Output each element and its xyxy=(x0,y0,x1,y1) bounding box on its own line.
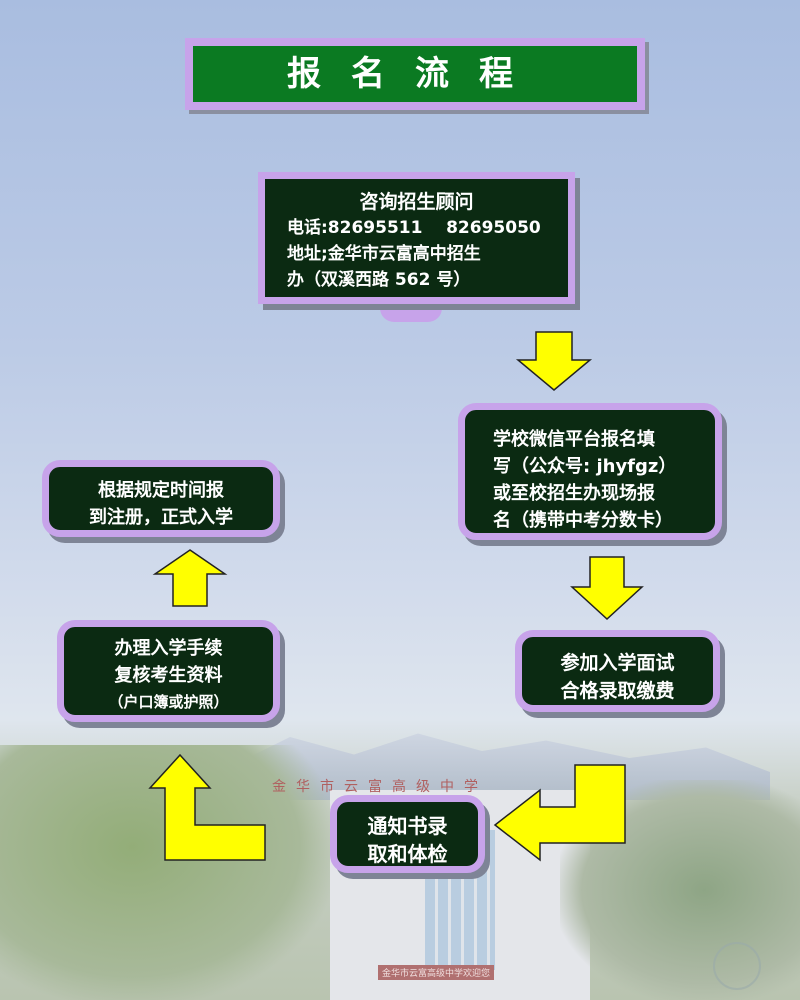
building-sign: 金华市云富高级中学 xyxy=(272,779,488,795)
step-register: 学校微信平台报名填 写（公众号: jhyfgz） 或至校招生办现场报 名（携带中… xyxy=(458,403,722,540)
arrow-down-icon xyxy=(515,331,593,391)
notice-line: 通知书录 xyxy=(367,814,448,838)
step-notice: 通知书录 取和体检 xyxy=(330,795,485,873)
procedures-line: （户口簿或护照） xyxy=(108,693,229,711)
arrow-turn-up-icon xyxy=(148,753,266,861)
step-enroll: 根据规定时间报 到注册，正式入学 xyxy=(42,460,280,537)
page-title: 报名流程 xyxy=(185,38,645,110)
step-interview: 参加入学面试 合格录取缴费 xyxy=(515,630,720,712)
consult-address-2: 办（双溪西路 562 号） xyxy=(287,270,471,290)
arrow-turn-left-icon xyxy=(493,764,626,862)
enroll-line: 到注册，正式入学 xyxy=(89,507,233,528)
school-seal-logo xyxy=(713,942,761,990)
procedures-line: 复核考生资料 xyxy=(114,665,223,686)
arrow-down-icon xyxy=(570,556,644,621)
step-procedures: 办理入学手续 复核考生资料 （户口簿或护照） xyxy=(57,620,280,722)
procedures-line: 办理入学手续 xyxy=(114,638,223,659)
interview-line: 参加入学面试 xyxy=(560,652,675,674)
interview-line: 合格录取缴费 xyxy=(560,680,675,702)
consult-address-1: 地址;金华市云富高中招生 xyxy=(287,244,481,264)
register-line: 学校微信平台报名填 xyxy=(493,429,655,450)
consult-phone: 电话:82695511 82695050 xyxy=(287,218,541,238)
enroll-line: 根据规定时间报 xyxy=(98,480,224,501)
register-line: 或至校招生办现场报 xyxy=(493,483,655,504)
consult-heading: 咨询招生顾问 xyxy=(359,191,474,213)
register-line: 写（公众号: jhyfgz） xyxy=(493,456,677,477)
arrow-up-icon xyxy=(152,549,228,607)
notice-line: 取和体检 xyxy=(367,842,448,866)
register-line: 名（携带中考分数卡） xyxy=(493,510,673,531)
step-consult: 咨询招生顾问 电话:82695511 82695050 地址;金华市云富高中招生… xyxy=(258,172,575,304)
welcome-banner: 金华市云富高级中学欢迎您 xyxy=(378,965,495,980)
